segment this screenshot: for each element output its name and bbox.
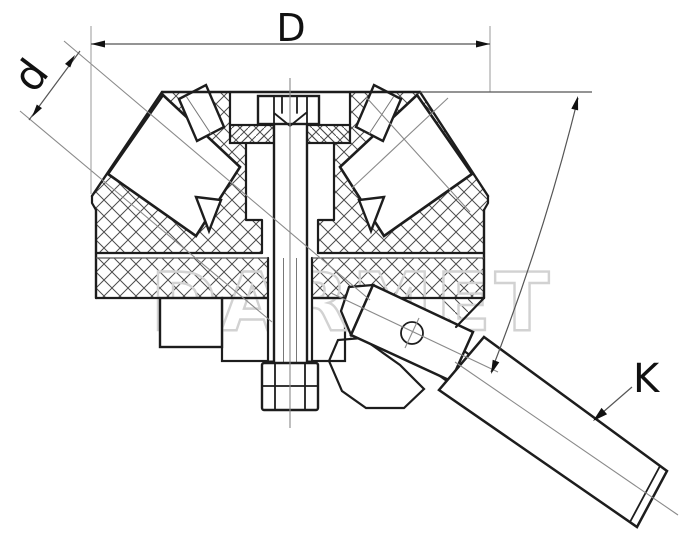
parts bbox=[106, 83, 669, 529]
dimension-D: D bbox=[90, 6, 491, 194]
shank-end-chamfer bbox=[629, 465, 661, 523]
right-insert-tip bbox=[357, 195, 386, 235]
arm-bracket-section bbox=[327, 336, 426, 410]
right-cartridge bbox=[338, 83, 474, 238]
corner-wedge-section bbox=[432, 298, 484, 327]
locating-key-block bbox=[158, 296, 224, 349]
left-bore-line-2 bbox=[19, 110, 273, 323]
body-outline bbox=[90, 90, 490, 329]
label-K: K bbox=[633, 356, 661, 402]
label-d: d bbox=[3, 50, 58, 101]
swivel-angle-arc bbox=[420, 91, 592, 374]
left-insert-tip bbox=[194, 195, 223, 235]
centerlines bbox=[19, 40, 679, 516]
arm-axis bbox=[330, 292, 499, 373]
shank-axis bbox=[454, 361, 679, 516]
bolt-head bbox=[256, 94, 321, 126]
shank-body bbox=[437, 335, 669, 529]
right-bore-line bbox=[351, 97, 449, 189]
left-clamp-screw bbox=[177, 83, 226, 143]
dimension-d: d bbox=[3, 50, 81, 121]
left-bore-line-1 bbox=[63, 40, 371, 301]
left-cartridge bbox=[106, 83, 242, 238]
cross-hole-tick bbox=[404, 317, 420, 349]
right-cross-centerline bbox=[365, 96, 471, 213]
label-D: D bbox=[276, 6, 305, 50]
right-clamp-screw bbox=[354, 83, 403, 143]
shank-callout: K bbox=[593, 356, 661, 421]
